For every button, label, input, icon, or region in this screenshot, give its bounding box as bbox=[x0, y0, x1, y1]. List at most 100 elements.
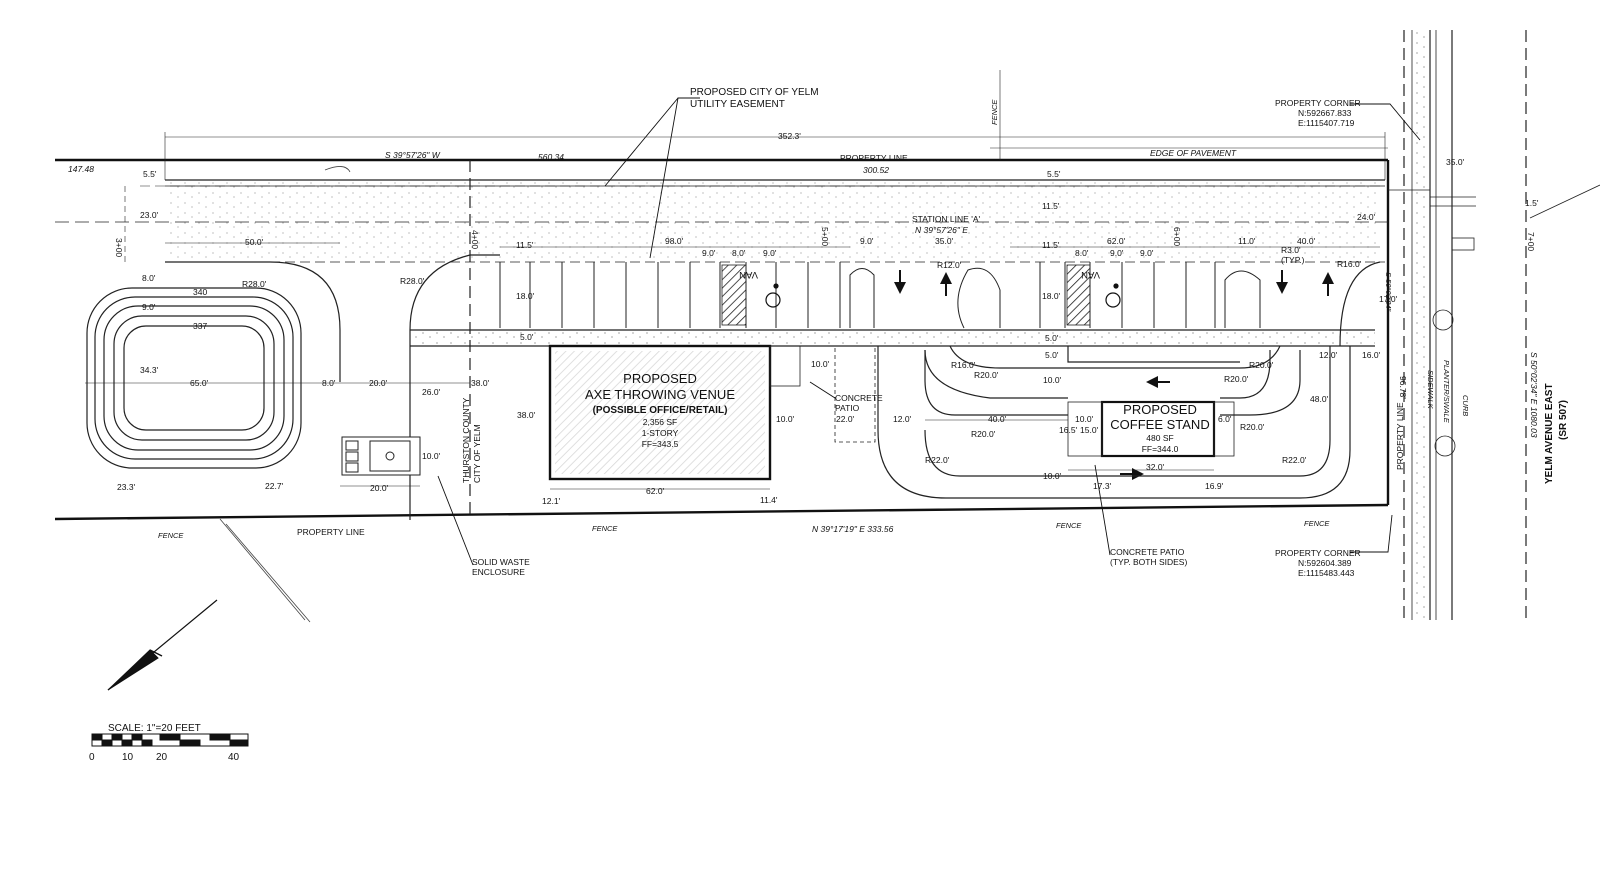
coffee-title1: PROPOSED bbox=[1123, 402, 1197, 417]
dim: 5.5' bbox=[143, 169, 157, 179]
dim: 10.0' bbox=[1043, 471, 1062, 481]
sidewalk-label: SIDEWALK bbox=[1426, 370, 1435, 410]
scale-bar bbox=[91, 733, 249, 747]
dim: 10.0' bbox=[1043, 375, 1062, 385]
van-label-right: VAN bbox=[1081, 269, 1100, 280]
solid-waste-enclosure bbox=[341, 436, 421, 476]
dim: 16.5' bbox=[1059, 425, 1078, 435]
dim: 9.0' bbox=[1110, 248, 1124, 258]
corner-top-e: E:1115407.719 bbox=[1298, 118, 1355, 128]
fence-marks bbox=[219, 166, 351, 623]
dim: 18.0' bbox=[516, 291, 535, 301]
dimension-lines bbox=[85, 132, 1386, 490]
station-mark: 7+00 bbox=[1526, 232, 1536, 251]
dim: 12.0' bbox=[893, 414, 912, 424]
dim: R20.0' bbox=[1249, 360, 1274, 370]
dim: 20.0' bbox=[370, 483, 389, 493]
dim: 50.0' bbox=[245, 237, 264, 247]
dim: 340 bbox=[193, 287, 207, 297]
pavement-area bbox=[410, 328, 1375, 346]
property-line-label: PROPERTY LINE bbox=[1395, 402, 1405, 470]
drive-thru-loop bbox=[877, 345, 1351, 499]
venue-subtitle: (POSSIBLE OFFICE/RETAIL) bbox=[593, 405, 728, 416]
right-bearing-short: S 50°02'34" bbox=[1384, 272, 1393, 312]
fence-label: FENCE bbox=[990, 99, 999, 125]
dim: 38.0' bbox=[517, 410, 536, 420]
accessible-symbol-right bbox=[1105, 283, 1121, 308]
dim: 11.5' bbox=[1042, 240, 1060, 250]
curb-label: CURB bbox=[1461, 395, 1470, 416]
dim: 35.0' bbox=[935, 236, 954, 246]
dim: 10.0' bbox=[811, 359, 830, 369]
edge-pavement-label: EDGE OF PAVEMENT bbox=[1150, 148, 1237, 158]
fence-label: FENCE bbox=[1056, 521, 1082, 530]
venue-title2: AXE THROWING VENUE bbox=[585, 387, 735, 402]
easement-label: PROPOSED CITY OF YELM bbox=[690, 87, 819, 98]
north-arrow-icon bbox=[107, 599, 218, 691]
fence-label: FENCE bbox=[592, 524, 618, 533]
dim: 5.0' bbox=[1045, 350, 1059, 360]
dim: 337 bbox=[193, 321, 207, 331]
dim: 62.0' bbox=[1107, 236, 1126, 246]
dim: 35.0' bbox=[1446, 157, 1465, 167]
dim: 11.4' bbox=[760, 495, 778, 505]
axe-venue-building bbox=[548, 344, 876, 481]
dim: 26.0' bbox=[422, 387, 441, 397]
venue-ff: FF=343.5 bbox=[642, 439, 679, 449]
dim: 22.0' bbox=[836, 414, 855, 424]
coffee-stand-building bbox=[1067, 400, 1235, 458]
dim: 18.0' bbox=[1042, 291, 1061, 301]
property-line-label: PROPERTY LINE bbox=[297, 527, 365, 537]
concrete-patio-typ-label: CONCRETE PATIO bbox=[1110, 547, 1185, 557]
dim: 8.0' bbox=[142, 273, 156, 283]
left-track bbox=[86, 261, 341, 469]
dim: 560.34 bbox=[538, 152, 564, 162]
dim: 24.0' bbox=[1357, 212, 1376, 222]
property-boundary bbox=[54, 158, 1390, 521]
parking-row-left bbox=[499, 262, 875, 328]
dim: R28.0' bbox=[242, 279, 267, 289]
dim: 9.0' bbox=[860, 236, 874, 246]
dim: 40.0' bbox=[988, 414, 1007, 424]
dim: 34.3' bbox=[140, 365, 159, 375]
station-mark: 3+00 bbox=[114, 238, 124, 257]
pavement-area bbox=[165, 180, 1380, 260]
dim: 147.48 bbox=[68, 164, 94, 174]
fence-label: FENCE bbox=[1304, 519, 1330, 528]
solid-waste-label: SOLID WASTE bbox=[472, 557, 530, 567]
leader-lines bbox=[437, 97, 1421, 566]
station-mark: 6+00 bbox=[1172, 227, 1182, 246]
dim: 1.5' bbox=[1525, 198, 1539, 208]
dim: R12.0' bbox=[937, 260, 962, 270]
dim: 11.5' bbox=[516, 240, 534, 250]
concrete-patio-label: CONCRETE bbox=[835, 393, 883, 403]
dim: 62.0' bbox=[646, 486, 665, 496]
dim: 10.0' bbox=[776, 414, 795, 424]
dim: 16.9' bbox=[1205, 481, 1224, 491]
dim: (TYP.) bbox=[1281, 255, 1305, 265]
dim: 5.0' bbox=[520, 332, 534, 342]
dim: 5.0' bbox=[1045, 333, 1059, 343]
scale-tick-20: 20 bbox=[156, 752, 168, 763]
coffee-area: 480 SF bbox=[1146, 433, 1173, 443]
dim: R16.0' bbox=[951, 360, 976, 370]
dim: 40.0' bbox=[1297, 236, 1316, 246]
dim: 9.0' bbox=[142, 302, 156, 312]
easement-lines bbox=[55, 70, 1388, 519]
dim: R28.0' bbox=[400, 276, 425, 286]
parking-row-right bbox=[957, 262, 1261, 329]
dim: 38.0' bbox=[471, 378, 490, 388]
corner-bottom-label: PROPERTY CORNER bbox=[1275, 548, 1361, 558]
dim: 12.1' bbox=[542, 496, 561, 506]
venue-stories: 1-STORY bbox=[642, 428, 679, 438]
dim: 48.0' bbox=[1310, 394, 1329, 404]
dim: 20.0' bbox=[369, 378, 388, 388]
corner-top-n: N:592667.833 bbox=[1298, 108, 1352, 118]
coffee-ff: FF=344.0 bbox=[1142, 444, 1179, 454]
station-mark: 5+00 bbox=[820, 227, 830, 246]
corner-bottom-e: E:1115483.443 bbox=[1298, 568, 1355, 578]
solid-waste-label: ENCLOSURE bbox=[472, 567, 525, 577]
dim: 300.52 bbox=[863, 165, 889, 175]
venue-title1: PROPOSED bbox=[623, 371, 697, 386]
